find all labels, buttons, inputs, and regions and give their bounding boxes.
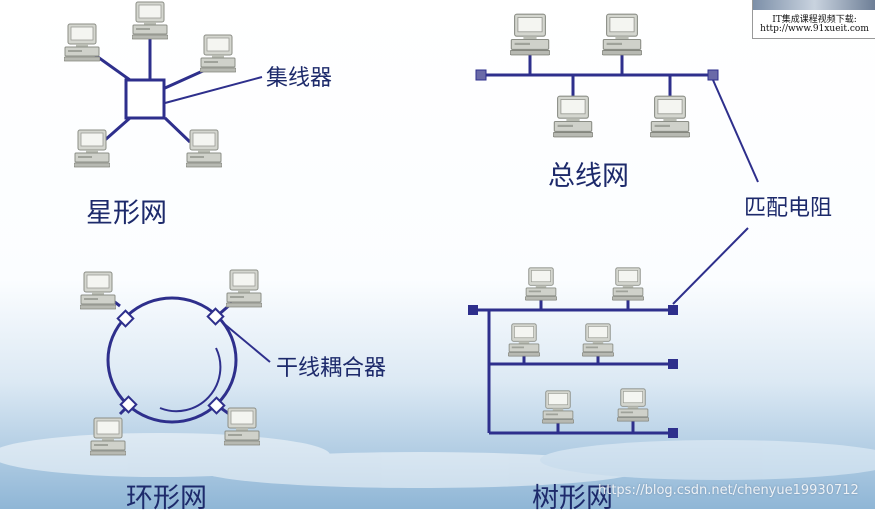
tree-pc-5 bbox=[542, 390, 574, 424]
presenter-photo bbox=[753, 0, 875, 10]
coupler-pointer bbox=[221, 321, 271, 363]
tree-terminators bbox=[468, 305, 678, 438]
tree-pc-4 bbox=[582, 323, 614, 357]
bus-terminator-left bbox=[475, 69, 487, 81]
star-network-label: 星形网 bbox=[86, 198, 167, 229]
tree-pc-2 bbox=[612, 267, 644, 301]
star-pc-3 bbox=[200, 34, 236, 73]
ring-pc-3 bbox=[90, 417, 126, 456]
bus-pc-1 bbox=[510, 13, 550, 56]
star-pc-5 bbox=[186, 129, 222, 168]
ring-pc-4 bbox=[224, 407, 260, 446]
bus-pc-4 bbox=[650, 95, 690, 138]
tree-pc-1 bbox=[525, 267, 557, 301]
terminator-label: 匹配电阻 bbox=[744, 196, 833, 221]
watermark: https://blog.csdn.net/chenyue19930712 bbox=[598, 483, 859, 498]
star-pc-4 bbox=[74, 129, 110, 168]
bus-terminator-right bbox=[707, 69, 719, 81]
bus-network bbox=[481, 52, 759, 183]
ring-pc-1 bbox=[80, 271, 116, 310]
ring-pc-2 bbox=[226, 269, 262, 308]
star-network bbox=[94, 38, 263, 144]
branding-line-2: http://www.91xueit.com bbox=[760, 24, 869, 34]
bus-network-label: 总线网 bbox=[548, 161, 629, 192]
coupler-label: 干线耦合器 bbox=[276, 356, 387, 381]
branding-box: IT集成课程视频下载: http://www.91xueit.com bbox=[752, 0, 875, 39]
bus-pc-2 bbox=[602, 13, 642, 56]
bus-pc-3 bbox=[553, 95, 593, 138]
hub-label: 集线器 bbox=[266, 66, 333, 91]
terminator-pointer-top bbox=[712, 79, 759, 183]
hub-pointer bbox=[164, 76, 263, 104]
star-pc-2 bbox=[132, 1, 168, 40]
tree-pc-6 bbox=[617, 388, 649, 422]
tree-pc-3 bbox=[508, 323, 540, 357]
star-pc-1 bbox=[64, 23, 100, 62]
terminator-pointer-bottom bbox=[672, 227, 749, 305]
hub-box bbox=[124, 78, 166, 120]
ring-couplers bbox=[116, 307, 226, 415]
ring-network-label: 环形网 bbox=[126, 483, 207, 514]
branding-line-1: IT集成课程视频下载: bbox=[772, 15, 857, 25]
